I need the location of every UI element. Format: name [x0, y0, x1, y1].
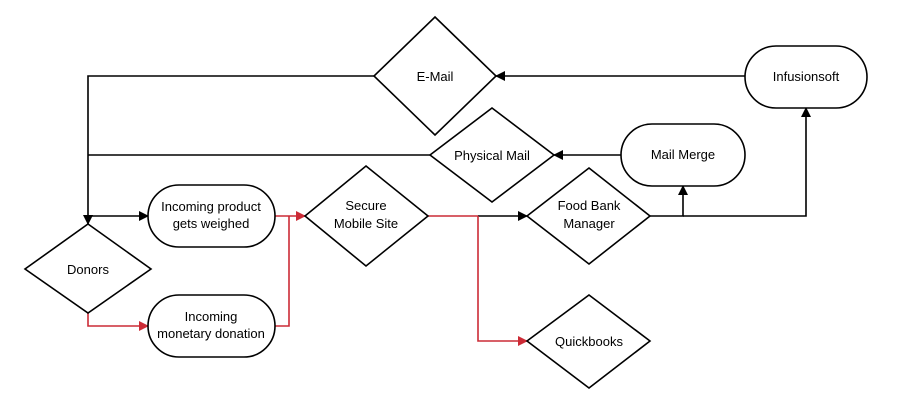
node-quickbooks: Quickbooks — [525, 294, 652, 390]
node-infusionsoft: Infusionsoft — [744, 45, 868, 109]
edges — [83, 71, 811, 346]
node-physical-mail: Physical Mail — [428, 106, 556, 204]
node-incoming-product: Incoming product gets weighed — [147, 184, 276, 248]
node-mail-merge: Mail Merge — [620, 123, 746, 187]
incoming-monetary-label-line-2: monetary donation — [157, 326, 265, 341]
mail-merge-label: Mail Merge — [651, 147, 715, 162]
physical-mail-label: Physical Mail — [454, 148, 530, 163]
incoming-product-label-line-2: gets weighed — [173, 216, 250, 231]
email-label: E-Mail — [417, 69, 454, 84]
incoming-monetary-label-line-1: Incoming — [185, 309, 238, 324]
edge-email-to-donors — [83, 75, 374, 225]
edge-food-bank-manager-to-infusionsoft — [683, 107, 811, 217]
secure-mobile-site-label-line-1: Secure — [345, 198, 386, 213]
node-email: E-Mail — [372, 15, 498, 137]
node-donors: Donors — [23, 223, 153, 314]
donors-label: Donors — [67, 262, 109, 277]
node-food-bank-manager: Food Bank Manager — [525, 166, 652, 266]
node-incoming-monetary: Incoming monetary donation — [147, 294, 276, 358]
edge-food-bank-manager-to-mail-merge — [650, 185, 688, 217]
infusionsoft-label: Infusionsoft — [773, 69, 840, 84]
edge-incoming-monetary-to-secure-site — [275, 216, 290, 327]
food-bank-manager-label-line-2: Manager — [563, 216, 615, 231]
quickbooks-label: Quickbooks — [555, 334, 623, 349]
incoming-product-label-line-1: Incoming product — [161, 199, 261, 214]
food-bank-manager-label-line-1: Food Bank — [558, 198, 621, 213]
node-secure-mobile-site: Secure Mobile Site — [303, 164, 430, 268]
edge-secure-site-to-quickbooks — [477, 216, 528, 346]
edge-donors-to-incoming-monetary — [87, 313, 149, 331]
secure-mobile-site-label-line-2: Mobile Site — [334, 216, 398, 231]
